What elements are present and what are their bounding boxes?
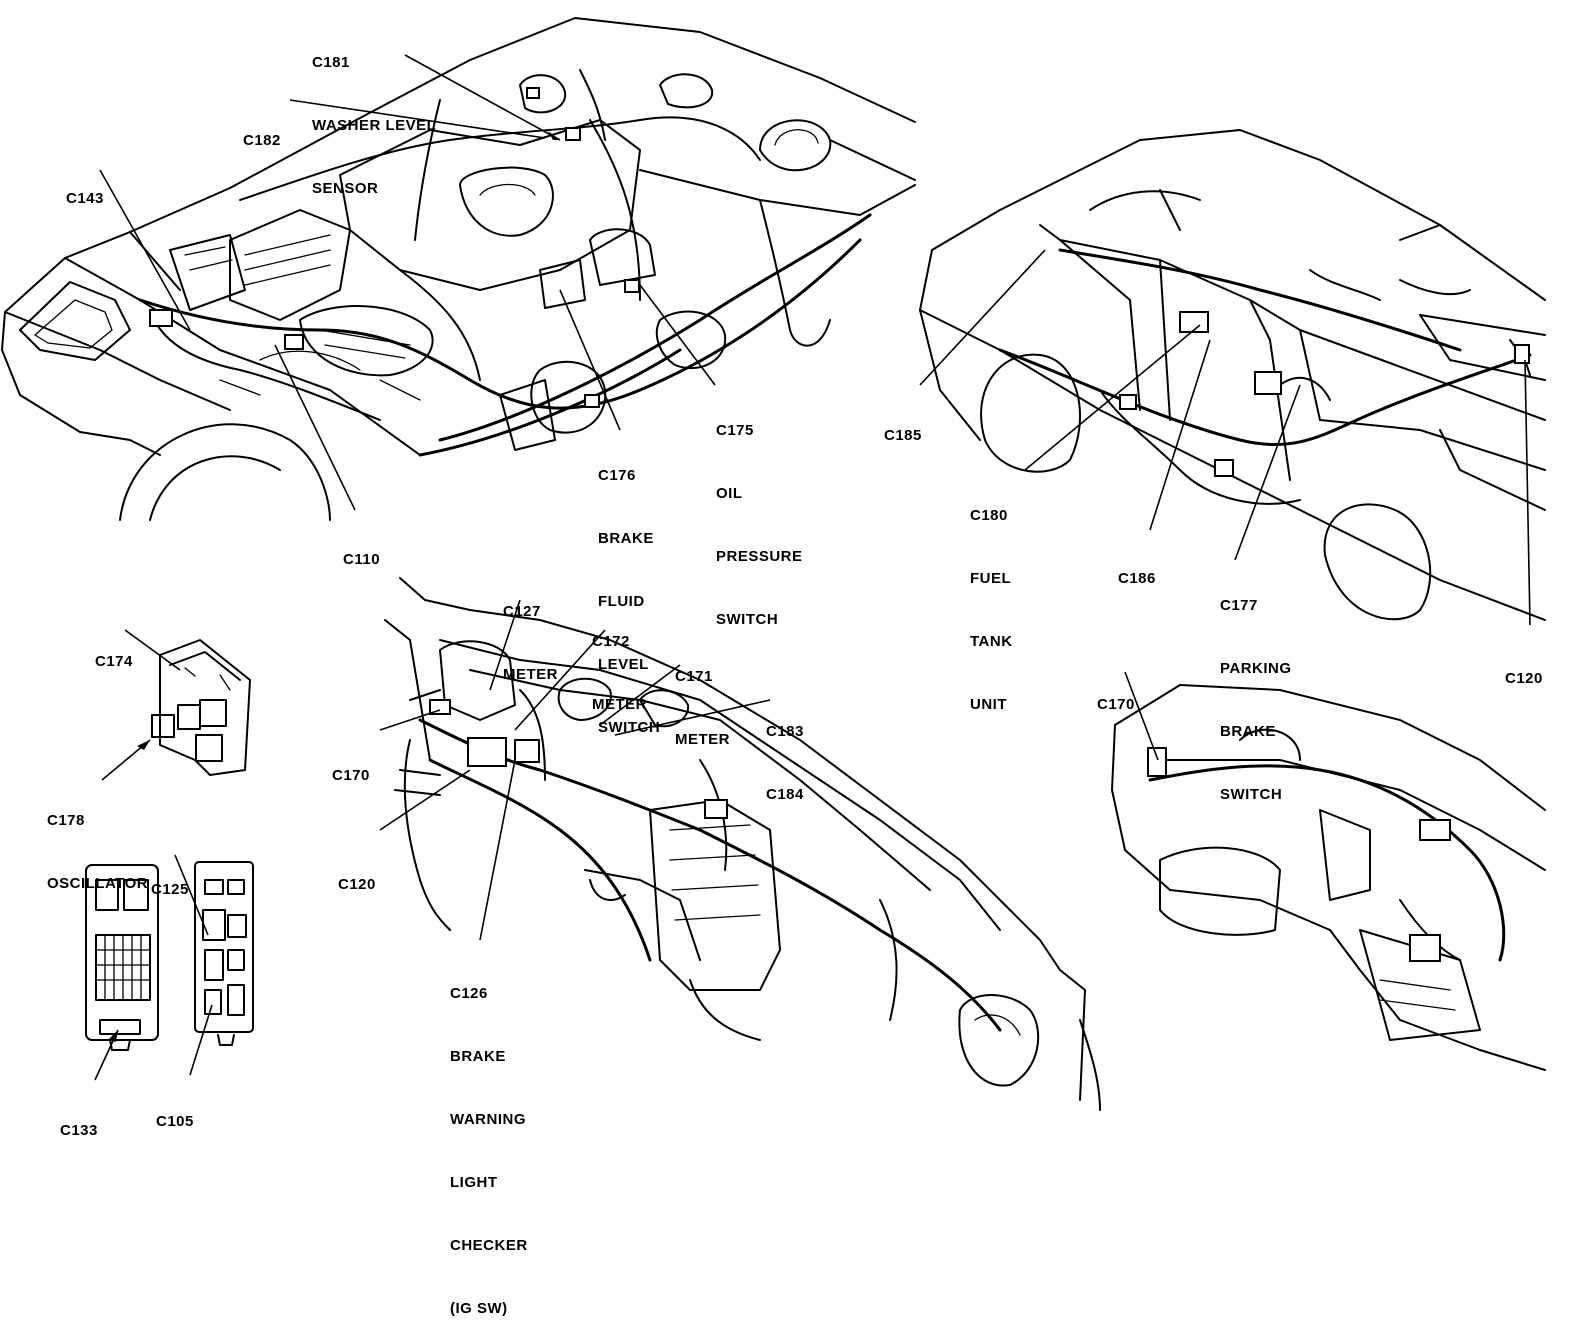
engine-compartment-illustration (1, 17, 916, 521)
callout-c171-meter: C171 METER (675, 624, 730, 771)
callout-text: C178 (47, 812, 85, 829)
callout-c120-dash: C120 (338, 832, 376, 916)
callout-text: C143 (66, 190, 104, 207)
callout-text: C175 (716, 422, 754, 439)
callout-text: (IG SW) (450, 1300, 508, 1317)
callout-text: C186 (1118, 570, 1156, 587)
callout-text: C176 (598, 467, 636, 484)
callout-text: SWITCH (716, 611, 779, 628)
callout-c178-oscillator: C178 OSCILLATOR (47, 768, 148, 915)
callout-text: C172 (592, 633, 630, 650)
callout-c175-oil-pressure-switch: C175 OIL PRESSURE SWITCH (716, 378, 803, 651)
callout-text: FLUID (598, 593, 645, 610)
callout-c125: C125 (151, 837, 189, 921)
callout-c105: C105 (156, 1069, 194, 1153)
callout-c126-brake-warning-light-checker: C126 BRAKE WARNING LIGHT CHECKER (IG SW) (450, 941, 528, 1340)
callout-text: PRESSURE (716, 548, 803, 565)
callout-text: C125 (151, 881, 189, 898)
callout-c181-washer-level-sensor: C181 WASHER LEVEL SENSOR (312, 10, 436, 220)
callout-text: OIL (716, 485, 743, 502)
callout-c133: C133 (60, 1078, 98, 1162)
callout-text: C171 (675, 668, 713, 685)
callout-c143: C143 (66, 146, 104, 230)
callout-text: C105 (156, 1113, 194, 1130)
callout-c170-dash: C170 (332, 723, 370, 807)
callout-text: CHECKER (450, 1237, 528, 1254)
callout-text: METER (503, 666, 558, 683)
callout-text: BRAKE (598, 530, 654, 547)
callout-text: C183 (766, 723, 804, 740)
callout-c172-meter: C172 METER (592, 589, 647, 736)
callout-text: SWITCH (598, 719, 661, 736)
instrument-panel-illustration (384, 577, 1101, 1111)
callout-text: LIGHT (450, 1174, 498, 1191)
callout-text: C170 (332, 767, 370, 784)
callout-text: SWITCH (1220, 786, 1283, 803)
dashboard-illustration (1111, 684, 1546, 1071)
callout-text: LEVEL (598, 656, 649, 673)
callout-text: METER (675, 731, 730, 748)
leader-lines (94, 54, 1531, 1081)
callout-c174: C174 (95, 609, 133, 693)
callout-text: PARKING (1220, 660, 1292, 677)
callout-text: C177 (1220, 597, 1258, 614)
callout-text: C120 (338, 876, 376, 893)
fuse-block-illustration (85, 861, 254, 1051)
callout-c186: C186 (1118, 526, 1156, 610)
callout-text: FUEL (970, 570, 1012, 587)
callout-text: SENSOR (312, 180, 379, 197)
callout-text: C184 (766, 786, 804, 803)
callout-c110: C110 (343, 507, 380, 591)
callout-text: C181 (312, 54, 350, 71)
callout-c182: C182 (243, 88, 281, 172)
callout-text: WARNING (450, 1111, 526, 1128)
callout-c127-meter: C127 METER (503, 559, 558, 706)
callout-text: OSCILLATOR (47, 875, 149, 892)
callout-text: WASHER LEVEL (312, 117, 437, 134)
callout-text: UNIT (970, 696, 1007, 713)
callout-text: BRAKE (1220, 723, 1276, 740)
callout-c170-right: C170 (1097, 652, 1135, 736)
callout-text: C133 (60, 1122, 98, 1139)
callout-c177-parking-brake-switch: C177 PARKING BRAKE SWITCH (1220, 553, 1292, 826)
callout-c176-brake-fluid-level-switch: C176 BRAKE FLUID LEVEL SWITCH (598, 423, 660, 759)
rear-body-illustration (919, 129, 1546, 621)
callout-c120-rear: C120 (1505, 626, 1543, 710)
callout-text: C127 (503, 603, 541, 620)
oscillator-relay-illustration (151, 639, 251, 776)
callout-text: BRAKE (450, 1048, 506, 1065)
callout-text: METER (592, 696, 647, 713)
callout-text: C185 (884, 427, 922, 444)
callout-text: C170 (1097, 696, 1135, 713)
callout-c183-c184: C183 C184 (766, 679, 804, 826)
callout-text: C126 (450, 985, 488, 1002)
callout-text: C120 (1505, 670, 1543, 687)
callout-text: C110 (343, 551, 381, 568)
callout-text: C174 (95, 653, 133, 670)
diagram-artwork (1, 17, 1546, 1111)
callout-text: C182 (243, 132, 281, 149)
wiring-diagram: C181 WASHER LEVEL SENSOR C182 C143 C110 … (1, 10, 1546, 1317)
callout-text: C180 (970, 507, 1008, 524)
callout-c180-fuel-tank-unit: C180 FUEL TANK UNIT (970, 463, 1013, 736)
callout-text: TANK (970, 633, 1013, 650)
callout-c185: C185 (884, 383, 922, 467)
